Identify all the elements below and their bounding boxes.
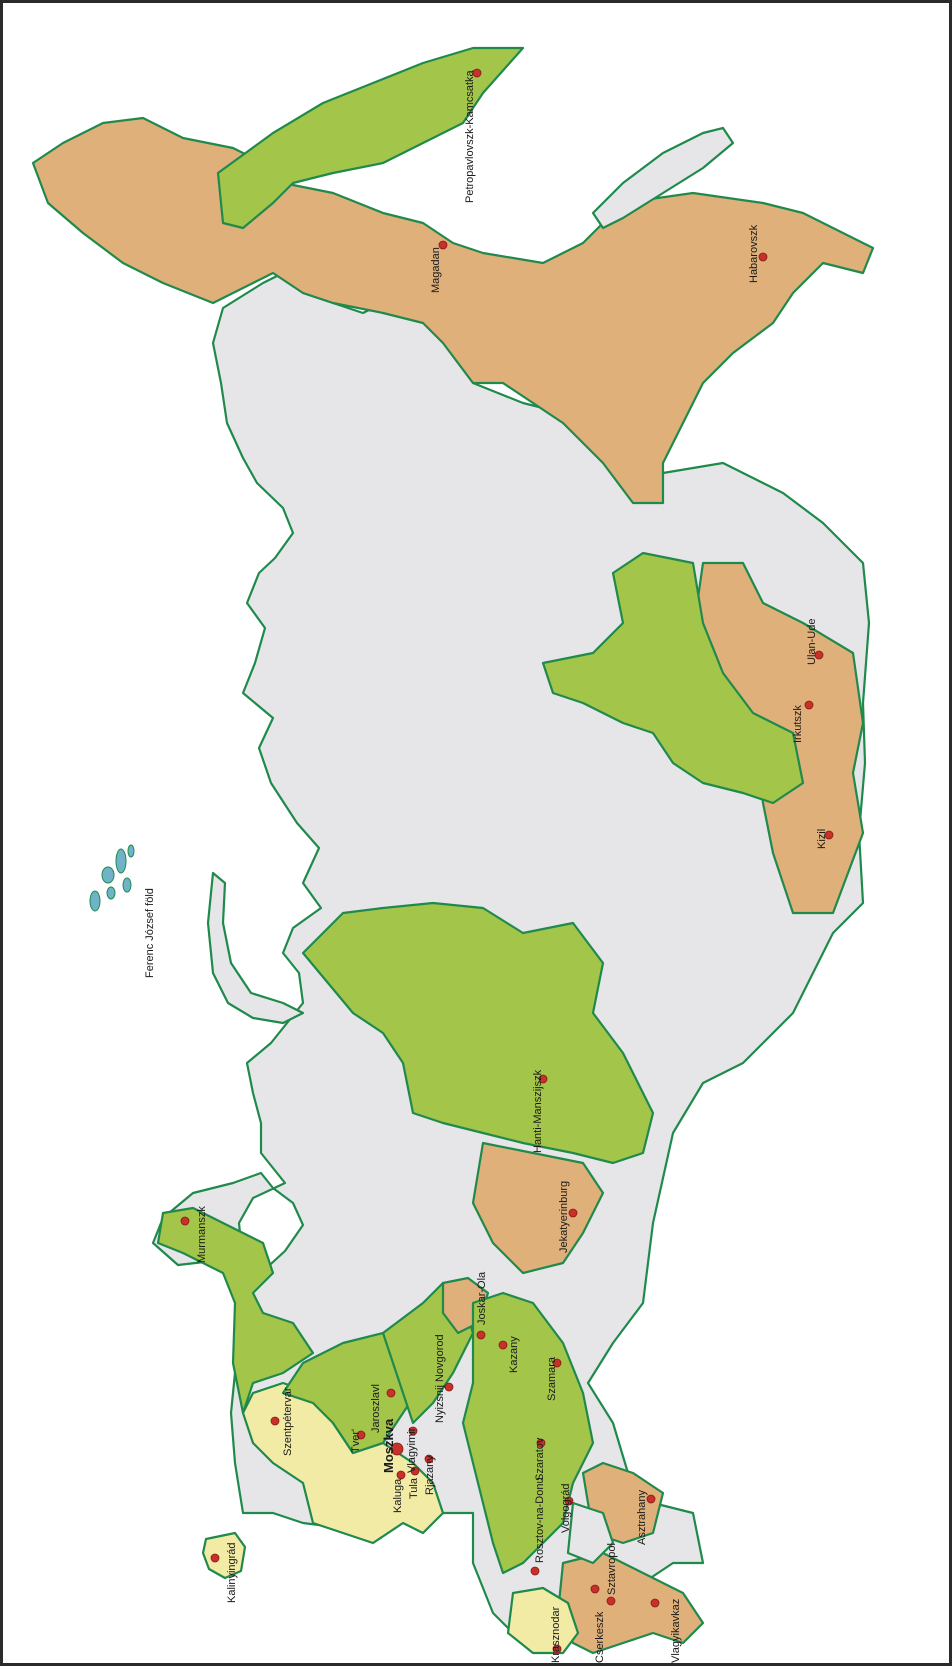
city-dot-joskarola[interactable] xyxy=(476,1330,486,1340)
city-dot-tver[interactable] xyxy=(356,1430,366,1440)
city-label-petropavlovszk: Petropavlovszk-Kamcsatka xyxy=(464,69,476,203)
city-dot-kaliningrad[interactable] xyxy=(210,1553,220,1563)
city-markers xyxy=(180,68,834,1654)
kamchatka-region[interactable] xyxy=(216,46,525,230)
kaliningrad-region[interactable] xyxy=(201,1531,247,1580)
city-label-rjazany: Rjazany xyxy=(424,1455,436,1495)
city-label-krasznodar: Krasznodar xyxy=(550,1606,562,1663)
novaya-zemlya-island[interactable] xyxy=(206,871,305,1025)
city-dot-szentpetervar[interactable] xyxy=(270,1416,280,1426)
city-label-habarovszk: Habarovszk xyxy=(748,224,760,283)
city-label-magadan: Magadan xyxy=(430,247,442,293)
city-dot-vlagyikavkaz[interactable] xyxy=(650,1598,660,1608)
city-dot-jekatyerinburg[interactable] xyxy=(568,1208,578,1218)
city-label-kizil: Kizil xyxy=(816,829,828,849)
city-label-kaliningrad: Kalinyingrád xyxy=(226,1542,238,1603)
kalmykia-region[interactable] xyxy=(566,1501,615,1565)
city-dot-magadan[interactable] xyxy=(438,240,448,250)
city-dot-tula[interactable] xyxy=(410,1466,420,1476)
city-label-jekatyerinburg: Jekatyerinburg xyxy=(558,1181,570,1253)
city-dot-sztavropol[interactable] xyxy=(606,1596,616,1606)
city-label-hanti: Hanti-Manszijszk xyxy=(532,1069,544,1153)
city-dot-kizil[interactable] xyxy=(824,830,834,840)
khanty-mansiysk-region[interactable] xyxy=(301,901,655,1165)
city-label-rosztov: Rosztov-na-Donu xyxy=(534,1477,546,1563)
sverdlovsk-region[interactable] xyxy=(471,1141,605,1275)
city-label-vlagyimir: Vlagyimir xyxy=(406,1427,418,1473)
city-dot-asztrahany[interactable] xyxy=(646,1494,656,1504)
city-dot-vlagyimir[interactable] xyxy=(408,1426,418,1436)
city-label-moszkva: Moszkva xyxy=(381,1418,396,1473)
city-label-kazany: Kazany xyxy=(508,1336,520,1373)
islands-label: Ferenc József föld xyxy=(144,888,156,978)
city-dot-rosztov[interactable] xyxy=(530,1566,540,1576)
city-label-sztavropol: Sztavropol xyxy=(606,1543,618,1595)
city-dot-ulanude[interactable] xyxy=(814,650,824,660)
russia-map[interactable]: Kalinyingrád Szentpétervár Murmanszk Tve… xyxy=(3,3,952,1666)
city-dot-rjazany[interactable] xyxy=(424,1454,434,1464)
murmansk-region[interactable] xyxy=(156,1206,315,1415)
city-labels: Kalinyingrád Szentpétervár Murmanszk Tve… xyxy=(144,69,828,1663)
city-label-vlagyikavkaz: Vlagyikavkaz xyxy=(670,1599,682,1663)
city-dot-petropavlovszk[interactable] xyxy=(472,68,482,78)
city-dot-habarovszk[interactable] xyxy=(758,252,768,262)
city-dot-szaratov[interactable] xyxy=(536,1438,546,1448)
city-label-ulanude: Ulan-Ude xyxy=(806,619,818,665)
city-label-szaratov: Szaratov xyxy=(534,1437,546,1481)
city-label-kaluga: Kaluga xyxy=(392,1478,404,1513)
city-dot-murmanszk[interactable] xyxy=(180,1216,190,1226)
city-dot-hanti[interactable] xyxy=(538,1074,548,1084)
city-label-jaroszlavl: Jaroszlavl xyxy=(370,1384,382,1433)
irkutsk-region[interactable] xyxy=(541,551,805,805)
city-dot-szamara[interactable] xyxy=(552,1358,562,1368)
city-label-murmanszk: Murmanszk xyxy=(196,1206,208,1263)
city-dot-kazany[interactable] xyxy=(498,1340,508,1350)
city-dot-volgograd[interactable] xyxy=(564,1496,574,1506)
krasnodar-region[interactable] xyxy=(506,1586,580,1655)
city-dot-irkutszk[interactable] xyxy=(804,700,814,710)
city-dot-cserkeszk[interactable] xyxy=(590,1584,600,1594)
city-label-asztrahany: Asztrahany xyxy=(636,1489,648,1545)
city-dot-moszkva[interactable] xyxy=(390,1442,404,1456)
city-dot-jaroszlavl[interactable] xyxy=(386,1388,396,1398)
city-label-szamara: Szamara xyxy=(546,1356,558,1401)
city-label-irkutszk: Irkutszk xyxy=(792,705,804,743)
sakhalin-island[interactable] xyxy=(591,126,735,230)
city-dot-nyizsnij[interactable] xyxy=(444,1382,454,1392)
city-label-cserkeszk: Cserkeszk xyxy=(594,1611,606,1663)
city-dot-kaluga[interactable] xyxy=(396,1470,406,1480)
city-dot-krasznodar[interactable] xyxy=(552,1644,562,1654)
city-label-tver: Tver' xyxy=(350,1429,362,1453)
franz-josef-islands xyxy=(89,844,135,912)
city-label-tula: Tula xyxy=(408,1477,420,1499)
city-label-joskarola: Joskar-Ola xyxy=(476,1271,488,1325)
city-label-szentpetervar: Szentpétervár xyxy=(282,1387,294,1456)
city-label-nyizsnij: Nyizsnij Novgorod xyxy=(434,1334,446,1423)
city-label-volgograd: Volgográd xyxy=(560,1483,572,1533)
